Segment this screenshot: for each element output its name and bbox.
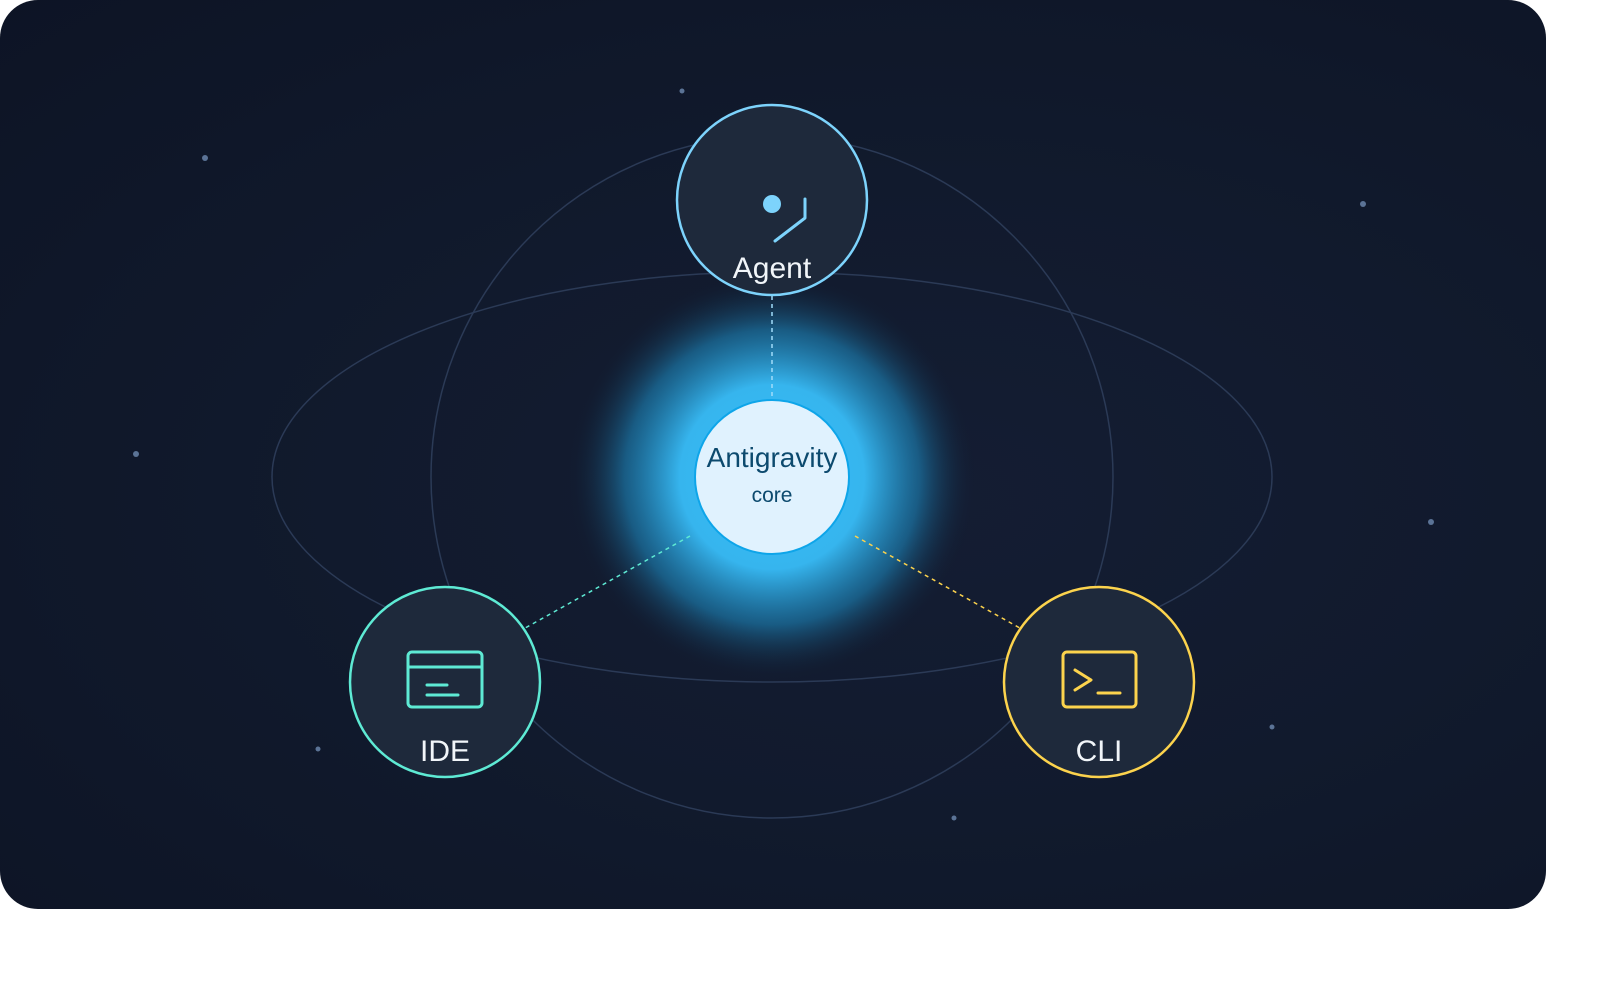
- star: [951, 815, 957, 821]
- editor-window-icon: [406, 650, 484, 709]
- core-node: Antigravity core: [694, 399, 850, 555]
- star: [679, 88, 685, 94]
- star: [202, 155, 208, 161]
- star: [133, 451, 139, 457]
- ide-label: IDE: [420, 735, 470, 768]
- star: [1360, 201, 1366, 207]
- cli-label: CLI: [1076, 735, 1123, 768]
- cli-connector: [854, 535, 1028, 633]
- core-subtitle: core: [752, 484, 793, 507]
- architecture-diagram: Antigravity core Agent IDE: [133, 88, 1434, 821]
- star: [1428, 519, 1434, 525]
- star: [1269, 724, 1275, 730]
- ide-connector: [517, 535, 691, 633]
- star: [315, 746, 321, 752]
- agent-label: Agent: [733, 252, 812, 285]
- star-field: [133, 88, 1434, 821]
- cli-node[interactable]: CLI: [1002, 585, 1196, 779]
- diagram-panel: Antigravity core Agent IDE: [0, 0, 1546, 909]
- core-title: Antigravity: [707, 442, 838, 473]
- agent-node[interactable]: Agent: [675, 103, 869, 297]
- ide-node[interactable]: IDE: [348, 585, 542, 779]
- terminal-prompt-icon: [1061, 650, 1138, 709]
- agent-icon: [763, 195, 807, 243]
